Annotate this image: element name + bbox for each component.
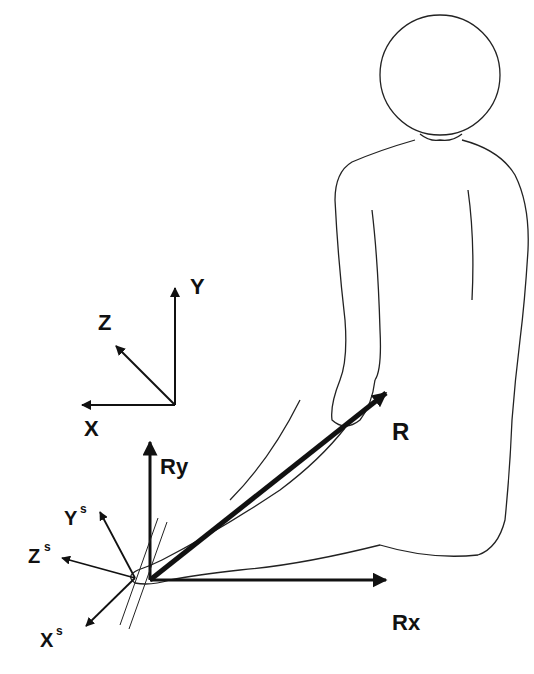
thigh-outline <box>131 428 478 584</box>
z-axis <box>116 346 175 405</box>
global-axes <box>82 288 175 405</box>
r-vector <box>150 393 386 580</box>
force-label: Ry <box>160 456 188 478</box>
ys-axis <box>100 512 135 578</box>
superscript: s <box>80 503 87 515</box>
thigh-crease <box>230 400 300 500</box>
rx-vector <box>150 579 386 582</box>
left-arm <box>332 140 415 426</box>
superscript: s <box>56 625 63 637</box>
superscript: s <box>44 541 51 553</box>
force-label: Rx <box>392 612 420 634</box>
ry-vector <box>149 442 152 580</box>
head <box>380 15 500 135</box>
axis-label: Z <box>28 546 40 566</box>
back-crease <box>468 190 473 300</box>
force-label: R <box>392 420 409 444</box>
back-outline <box>462 140 528 555</box>
force-vectors <box>150 393 386 580</box>
axis-label: Y <box>190 276 205 298</box>
axis-label: X <box>84 418 99 440</box>
seat-surface <box>120 518 167 629</box>
axis-label: Y <box>64 508 77 528</box>
seat-line <box>120 518 158 625</box>
y-axis <box>174 288 176 405</box>
x-axis <box>82 404 175 406</box>
seat-line <box>129 522 167 629</box>
axis-label: Z <box>98 312 111 334</box>
arm-crease <box>372 210 380 380</box>
seat-axes <box>62 512 135 626</box>
zs-axis <box>62 558 135 578</box>
axis-label: X <box>40 630 53 650</box>
seated-figure <box>131 15 529 584</box>
neck <box>420 134 462 140</box>
